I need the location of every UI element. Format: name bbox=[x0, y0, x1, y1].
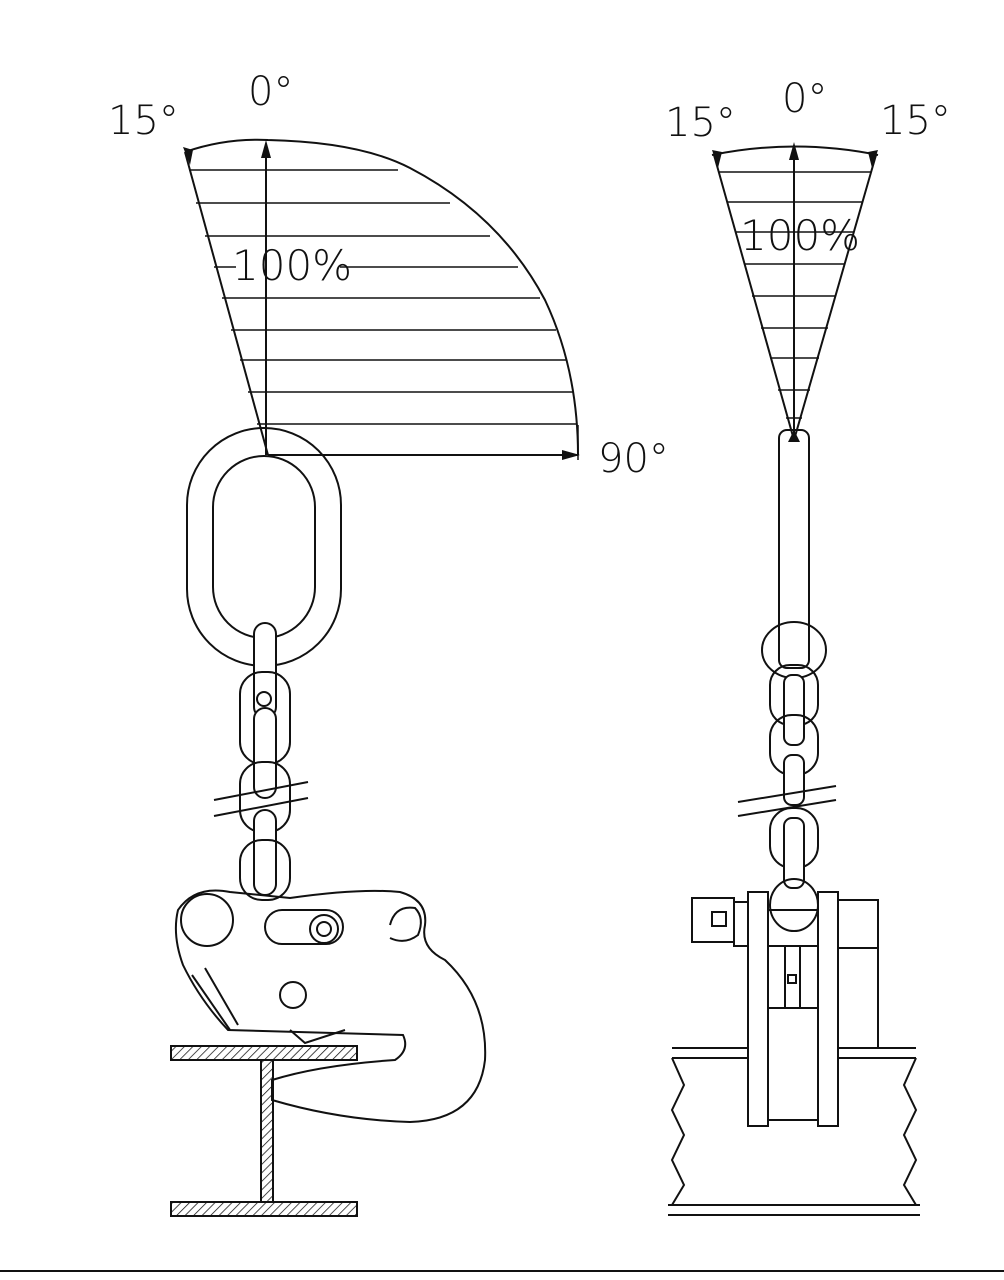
left-i-beam bbox=[170, 1045, 358, 1217]
left-angle-sector bbox=[183, 138, 580, 460]
right-chain bbox=[737, 621, 837, 932]
right-angle-15-right-label: 15° bbox=[880, 98, 951, 144]
left-angle-0-label: 0° bbox=[248, 69, 293, 115]
right-angle-sector bbox=[711, 142, 879, 441]
right-angle-0-label: 0° bbox=[782, 76, 827, 122]
right-plate bbox=[668, 1047, 920, 1216]
right-tick-left-icon bbox=[712, 150, 722, 168]
left-angle-15-label: 15° bbox=[108, 98, 179, 144]
left-capacity-label: 100% bbox=[232, 241, 352, 290]
right-tick-right-icon bbox=[868, 150, 878, 168]
left-tick-icon bbox=[183, 147, 193, 165]
right-angle-15-left-label: 15° bbox=[665, 100, 736, 146]
left-up-arrow-icon bbox=[261, 140, 271, 158]
right-view: 15° 0° 15° 100% bbox=[665, 76, 951, 1216]
left-clamp-body bbox=[174, 889, 487, 1124]
left-right-arrow-icon bbox=[562, 450, 580, 460]
right-capacity-label: 100% bbox=[740, 211, 860, 260]
left-angle-90-label: 90° bbox=[598, 436, 669, 482]
right-clamp-body bbox=[691, 891, 879, 1127]
left-chain bbox=[213, 622, 309, 901]
left-view: 15° 0° 90° 100% bbox=[108, 69, 669, 1217]
right-up-arrow-icon bbox=[789, 142, 799, 160]
left-sector-hatch-lines bbox=[189, 169, 577, 425]
right-master-ring bbox=[778, 429, 810, 669]
